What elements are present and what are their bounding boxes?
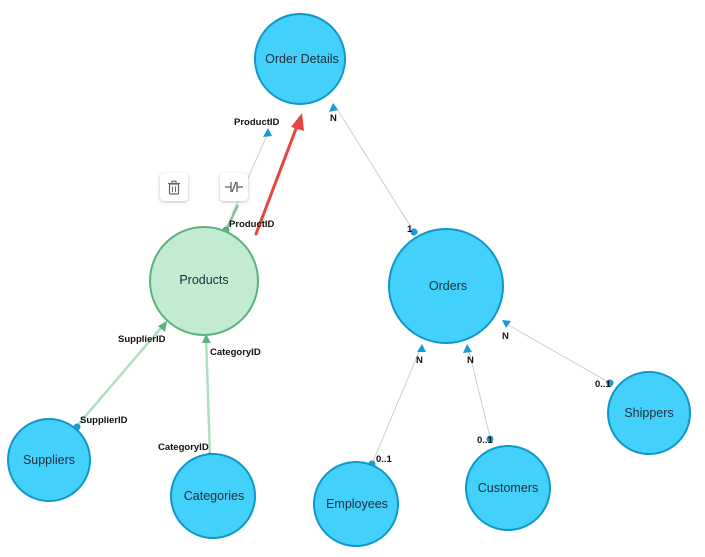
node-label: Orders — [429, 279, 467, 293]
edge-label-orders-n-employees: N — [416, 355, 423, 366]
drag-arrow — [254, 113, 304, 236]
node-customers[interactable]: Customers — [465, 445, 551, 531]
node-label: Categories — [184, 489, 244, 503]
edges — [76, 103, 611, 465]
arrowhead-orders-shippers — [502, 320, 511, 328]
edge-label-orders-n-customers: N — [467, 355, 474, 366]
node-suppliers[interactable]: Suppliers — [7, 418, 91, 502]
node-categories[interactable]: Categories — [170, 453, 256, 539]
arrowhead-orders-customers — [463, 344, 472, 353]
node-label: Products — [179, 273, 228, 287]
edge-label-suppliers-supplierid: SupplierID — [80, 415, 128, 426]
node-products[interactable]: Products — [149, 226, 259, 336]
node-label: Shippers — [624, 406, 673, 420]
edge-label-categories-categoryid: CategoryID — [158, 442, 209, 453]
node-label: Order Details — [265, 52, 339, 66]
dot-orders-top — [410, 228, 418, 236]
edge-labels: ProductID N ProductID SupplierID Categor… — [80, 113, 612, 465]
relationship-icon — [225, 181, 243, 193]
arrowhead-products-supplierid — [158, 321, 167, 332]
node-shippers[interactable]: Shippers — [607, 371, 691, 455]
edge-label-shippers-01: 0..1 — [595, 379, 612, 390]
edge-label-products-productid: ProductID — [229, 219, 275, 230]
edge-label-orders-1: 1 — [407, 224, 413, 235]
dot-customers — [486, 435, 494, 443]
edge-label-products-categoryid: CategoryID — [210, 347, 261, 358]
edit-relationship-button[interactable] — [220, 173, 248, 201]
node-order-details[interactable]: Order Details — [254, 13, 346, 105]
edge-shippers-orders[interactable] — [502, 321, 611, 384]
edge-employees-orders[interactable] — [371, 346, 422, 465]
dot-shippers — [606, 379, 614, 387]
arrowhead-order-details-n — [329, 103, 338, 112]
delete-relationship-button[interactable] — [160, 173, 188, 201]
arrowhead-orders-employees — [417, 344, 426, 352]
edge-categories-products[interactable] — [204, 335, 212, 458]
edge-orders-order-details[interactable] — [333, 103, 415, 233]
edge-label-employees-01: 0..1 — [376, 454, 393, 465]
edge-label-customers-01: 0..1 — [477, 435, 494, 446]
node-label: Customers — [478, 481, 538, 495]
edge-customers-orders[interactable] — [467, 346, 491, 438]
node-employees[interactable]: Employees — [313, 461, 399, 547]
arrowhead-products-categoryid — [202, 334, 211, 343]
edge-label-orders-n-shippers: N — [502, 331, 509, 342]
arrowhead-order-details-productid — [263, 128, 272, 137]
edge-label-products-supplierid: SupplierID — [118, 334, 166, 345]
edge-label-od-n: N — [330, 113, 337, 124]
trash-icon — [168, 180, 180, 195]
edge-suppliers-products[interactable] — [76, 321, 167, 427]
node-label: Employees — [326, 497, 388, 511]
node-orders[interactable]: Orders — [388, 228, 504, 344]
node-label: Suppliers — [23, 453, 75, 467]
edge-products-order-details-green[interactable] — [224, 204, 240, 231]
edge-label-od-productid: ProductID — [234, 117, 280, 128]
